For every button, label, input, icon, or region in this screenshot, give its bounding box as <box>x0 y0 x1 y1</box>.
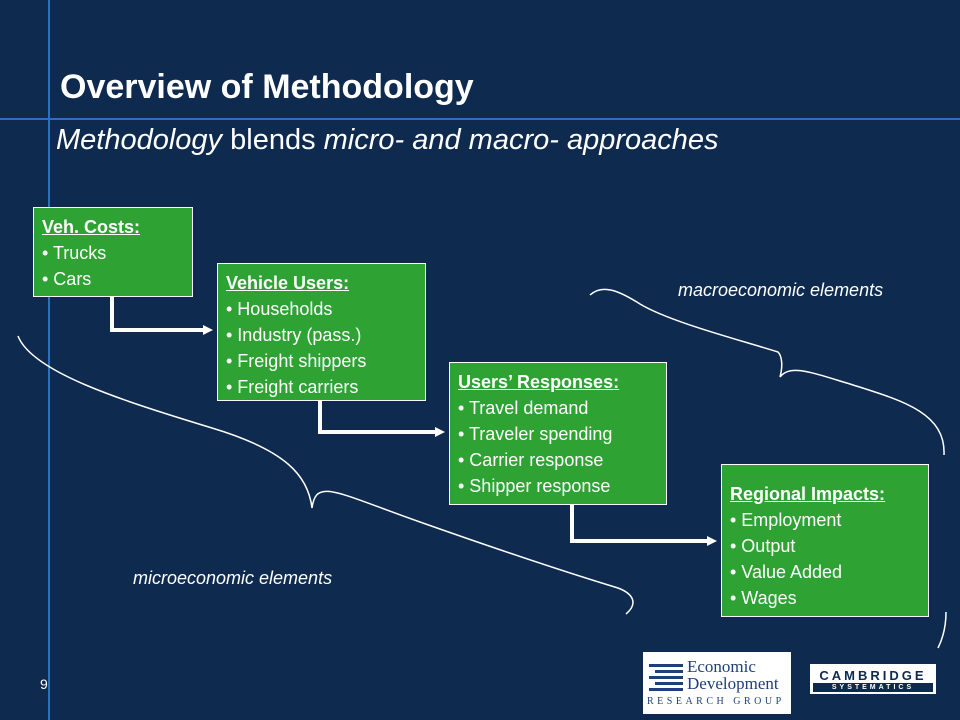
box-users-responses-item: • Traveler spending <box>458 424 613 444</box>
macro-brace-tail <box>937 611 947 649</box>
box-vehicle-users-item: • Freight carriers <box>226 377 359 397</box>
slide-subtitle: Methodology blends micro- and macro- app… <box>56 124 719 157</box>
micro-brace <box>17 335 634 615</box>
box-users-responses: Users’ Responses: • Travel demand • Trav… <box>449 362 667 505</box>
box-vehicle-costs-item: • Cars <box>42 269 92 289</box>
subtitle-part-2: blends <box>222 124 324 156</box>
connector-arrow-3 <box>570 505 717 546</box>
box-regional-impacts-item: • Wages <box>730 588 797 608</box>
decorative-vertical-line <box>48 0 50 720</box>
box-vehicle-users-heading: Vehicle Users: <box>226 273 350 293</box>
edr-logo: Economic Development RESEARCH GROUP <box>643 652 791 714</box>
microeconomic-label: microeconomic elements <box>133 568 333 588</box>
box-users-responses-heading: Users’ Responses: <box>458 372 620 392</box>
connector-arrow-2 <box>318 401 445 437</box>
box-vehicle-users: Vehicle Users: • Households • Industry (… <box>217 263 426 401</box>
cambridge-systematics-logo: CAMBRIDGE SYSTEMATICS <box>810 664 936 694</box>
box-regional-impacts: Regional Impacts: • Employment • Output … <box>721 464 929 617</box>
box-regional-impacts-item: • Output <box>730 536 796 556</box>
box-regional-impacts-item: • Employment <box>730 510 842 530</box>
box-vehicle-costs: Veh. Costs: • Trucks • Cars <box>33 207 193 297</box>
connector-arrow-1 <box>110 297 213 335</box>
slide-title: Overview of Methodology <box>60 68 474 106</box>
page-number: 9 <box>40 676 48 692</box>
cambridge-logo-line2: SYSTEMATICS <box>813 683 933 692</box>
box-vehicle-costs-heading: Veh. Costs: <box>42 217 141 237</box>
subtitle-part-3: micro- and macro- approaches <box>323 124 719 156</box>
box-vehicle-users-item: • Households <box>226 299 333 319</box>
edr-logo-line2: Development <box>687 674 779 693</box>
box-users-responses-item: • Travel demand <box>458 398 589 418</box>
box-users-responses-item: • Shipper response <box>458 476 611 496</box>
box-users-responses-item: • Carrier response <box>458 450 604 470</box>
subtitle-part-1: Methodology <box>56 124 223 156</box>
box-regional-impacts-heading: Regional Impacts: <box>730 484 886 504</box>
box-vehicle-costs-item: • Trucks <box>42 243 107 263</box>
box-vehicle-users-item: • Freight shippers <box>226 351 367 371</box>
decorative-horizontal-line <box>0 118 960 120</box>
macro-brace <box>589 288 945 456</box>
box-vehicle-users-item: • Industry (pass.) <box>226 325 362 345</box>
edr-stripes-icon <box>649 664 683 691</box>
edr-logo-line3: RESEARCH GROUP <box>647 696 785 707</box>
cambridge-logo-line1: CAMBRIDGE <box>819 668 927 683</box>
macroeconomic-label: macroeconomic elements <box>678 280 884 300</box>
box-regional-impacts-item: • Value Added <box>730 562 843 582</box>
edr-logo-line1: Economic <box>687 657 756 676</box>
